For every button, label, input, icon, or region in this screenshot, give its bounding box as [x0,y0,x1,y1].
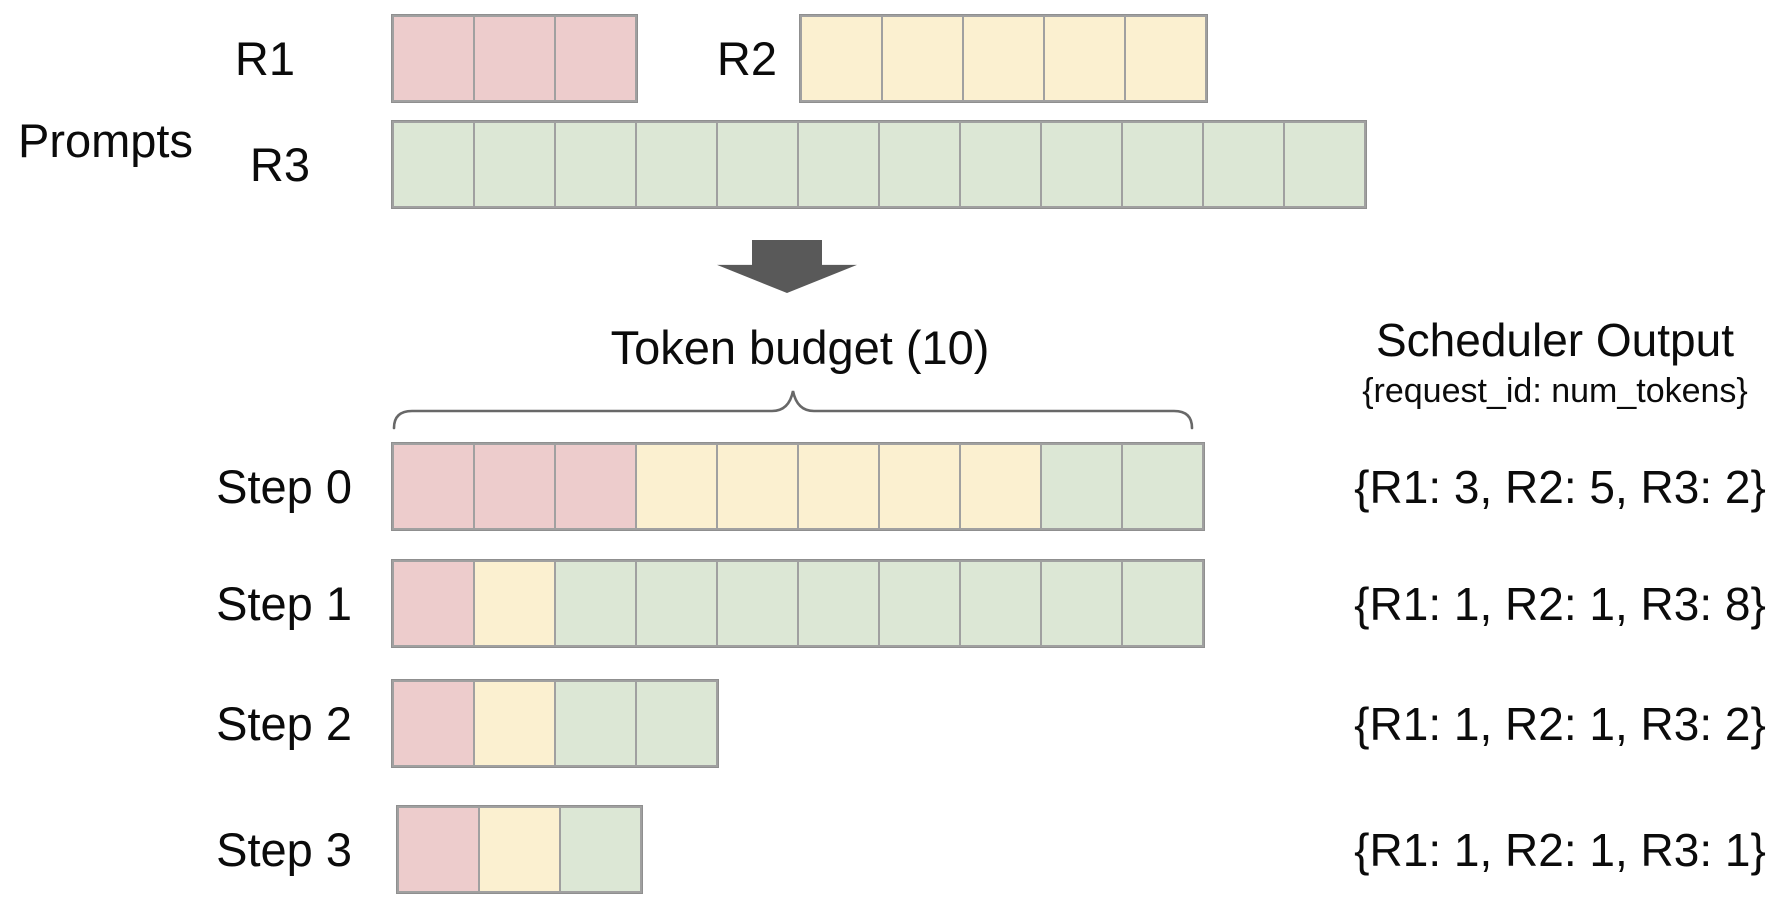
token-cell-r3 [554,560,637,647]
token-cell-r3 [716,560,799,647]
token-cell-r1 [473,15,556,102]
step-2-label: Step 2 [216,697,352,750]
step-3-label: Step 3 [216,823,352,876]
token-cell-r3 [392,121,475,208]
token-cell-r2 [635,443,718,530]
token-cell-r3 [635,680,718,767]
scheduler-output-subtitle: {request_id: num_tokens} [1362,372,1748,410]
token-cell-r1 [392,15,475,102]
token-cell-r1 [554,443,637,530]
token-cell-r3 [878,560,961,647]
token-cell-r2 [962,15,1045,102]
token-cell-r3 [554,121,637,208]
scheduler-output-title: Scheduler Output [1375,314,1734,366]
token-cell-r2 [1043,15,1126,102]
token-cell-r3 [473,121,556,208]
token-cell-r3 [1040,443,1123,530]
token-cell-r2 [959,443,1042,530]
token-cell-r1 [392,680,475,767]
token-cell-r1 [554,15,637,102]
step-0-output: {R1: 3, R2: 5, R3: 2} [1354,460,1766,513]
token-cell-r3 [1040,560,1123,647]
step-3-row [397,806,642,893]
token-cell-r2 [878,443,961,530]
token-cell-r1 [473,443,556,530]
token-cell-r3 [635,560,718,647]
token-cell-r3 [1040,121,1123,208]
down-arrow-icon [717,240,857,293]
token-budget-label: Token budget (10) [610,321,990,374]
token-cell-r3 [635,121,718,208]
token-budget-brace [392,390,1194,430]
step-0-row [392,443,1204,530]
prompt-row-r3 [392,121,1366,208]
request-label-r3: R3 [249,138,310,191]
token-cell-r3 [878,121,961,208]
token-cell-r3 [554,680,637,767]
step-1-row [392,560,1204,647]
step-2-row [392,680,718,767]
token-cell-r3 [559,806,642,893]
step-3-output: {R1: 1, R2: 1, R3: 1} [1354,823,1766,876]
token-cell-r3 [959,560,1042,647]
request-label-r1: R1 [234,32,295,85]
token-cell-r3 [1121,560,1204,647]
token-cell-r1 [397,806,480,893]
prompt-row-r1 [392,15,637,102]
token-cell-r2 [881,15,964,102]
step-0-label: Step 0 [216,460,352,513]
token-cell-r3 [959,121,1042,208]
step-2-output: {R1: 1, R2: 1, R3: 2} [1354,697,1766,750]
token-cell-r3 [1121,443,1204,530]
token-cell-r2 [473,560,556,647]
token-cell-r2 [1124,15,1207,102]
token-cell-r3 [1121,121,1204,208]
token-cell-r1 [392,443,475,530]
prompt-row-r2 [800,15,1207,102]
token-cell-r1 [392,560,475,647]
token-cell-r3 [716,121,799,208]
token-cell-r3 [1283,121,1366,208]
token-cell-r2 [473,680,556,767]
step-1-output: {R1: 1, R2: 1, R3: 8} [1354,577,1766,630]
step-1-label: Step 1 [216,577,352,630]
request-label-r2: R2 [716,32,777,85]
token-cell-r3 [797,121,880,208]
token-cell-r3 [1202,121,1285,208]
token-cell-r2 [797,443,880,530]
token-cell-r2 [800,15,883,102]
prompts-section-label: Prompts [18,114,193,167]
token-cell-r2 [478,806,561,893]
token-cell-r3 [797,560,880,647]
token-cell-r2 [716,443,799,530]
